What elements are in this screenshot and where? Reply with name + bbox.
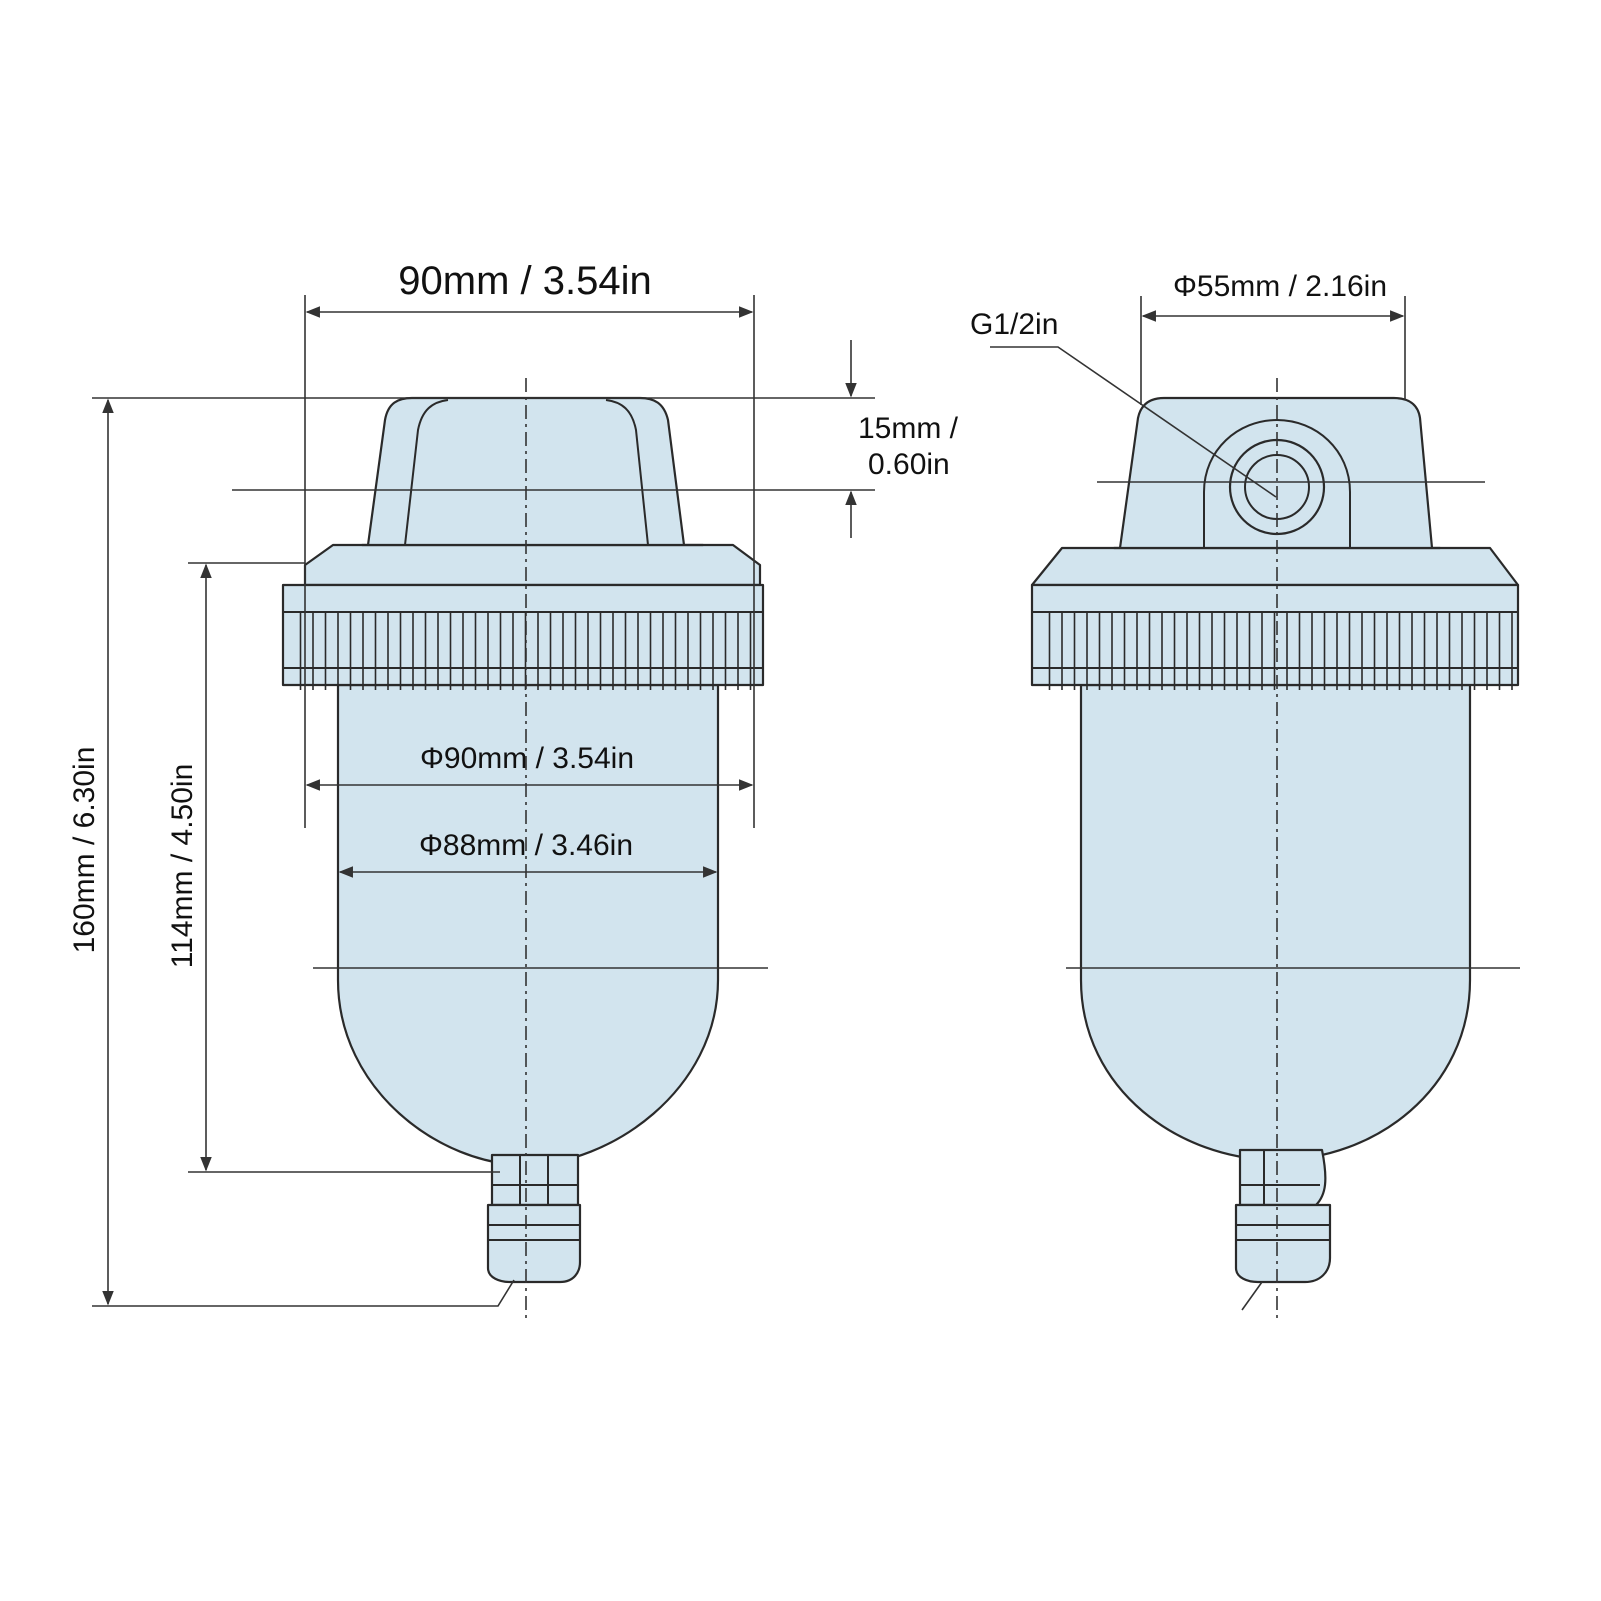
bowl-diameter-label: Φ88mm / 3.46in xyxy=(419,829,633,862)
thread-label: G1/2in xyxy=(970,308,1058,341)
side-drain-valve xyxy=(1234,1148,1332,1311)
side-view: Φ55mm / 2.16in G1/2in xyxy=(970,270,1520,1318)
bowl-height-label: 114mm / 4.50in xyxy=(166,764,199,969)
thread-leader-line xyxy=(990,346,1277,498)
side-collar-ring xyxy=(1030,546,1520,690)
port-diameter-label: Φ55mm / 2.16in xyxy=(1173,270,1387,303)
width-top-label: 90mm / 3.54in xyxy=(398,259,651,303)
ring-diameter-label: Φ90mm / 3.54in xyxy=(420,742,634,775)
total-height-label: 160mm / 6.30in xyxy=(68,747,101,954)
cap-height-label-line2: 0.60in xyxy=(868,448,950,481)
side-bowl xyxy=(1079,683,1472,1162)
cap-height-label-line1: 15mm / xyxy=(858,412,959,445)
front-view: 90mm / 3.54in 15mm / 0.60in 160mm / 6.30… xyxy=(68,259,959,1318)
front-collar-ring xyxy=(281,543,765,690)
front-drain-valve xyxy=(486,1153,582,1284)
front-cap xyxy=(360,396,705,547)
